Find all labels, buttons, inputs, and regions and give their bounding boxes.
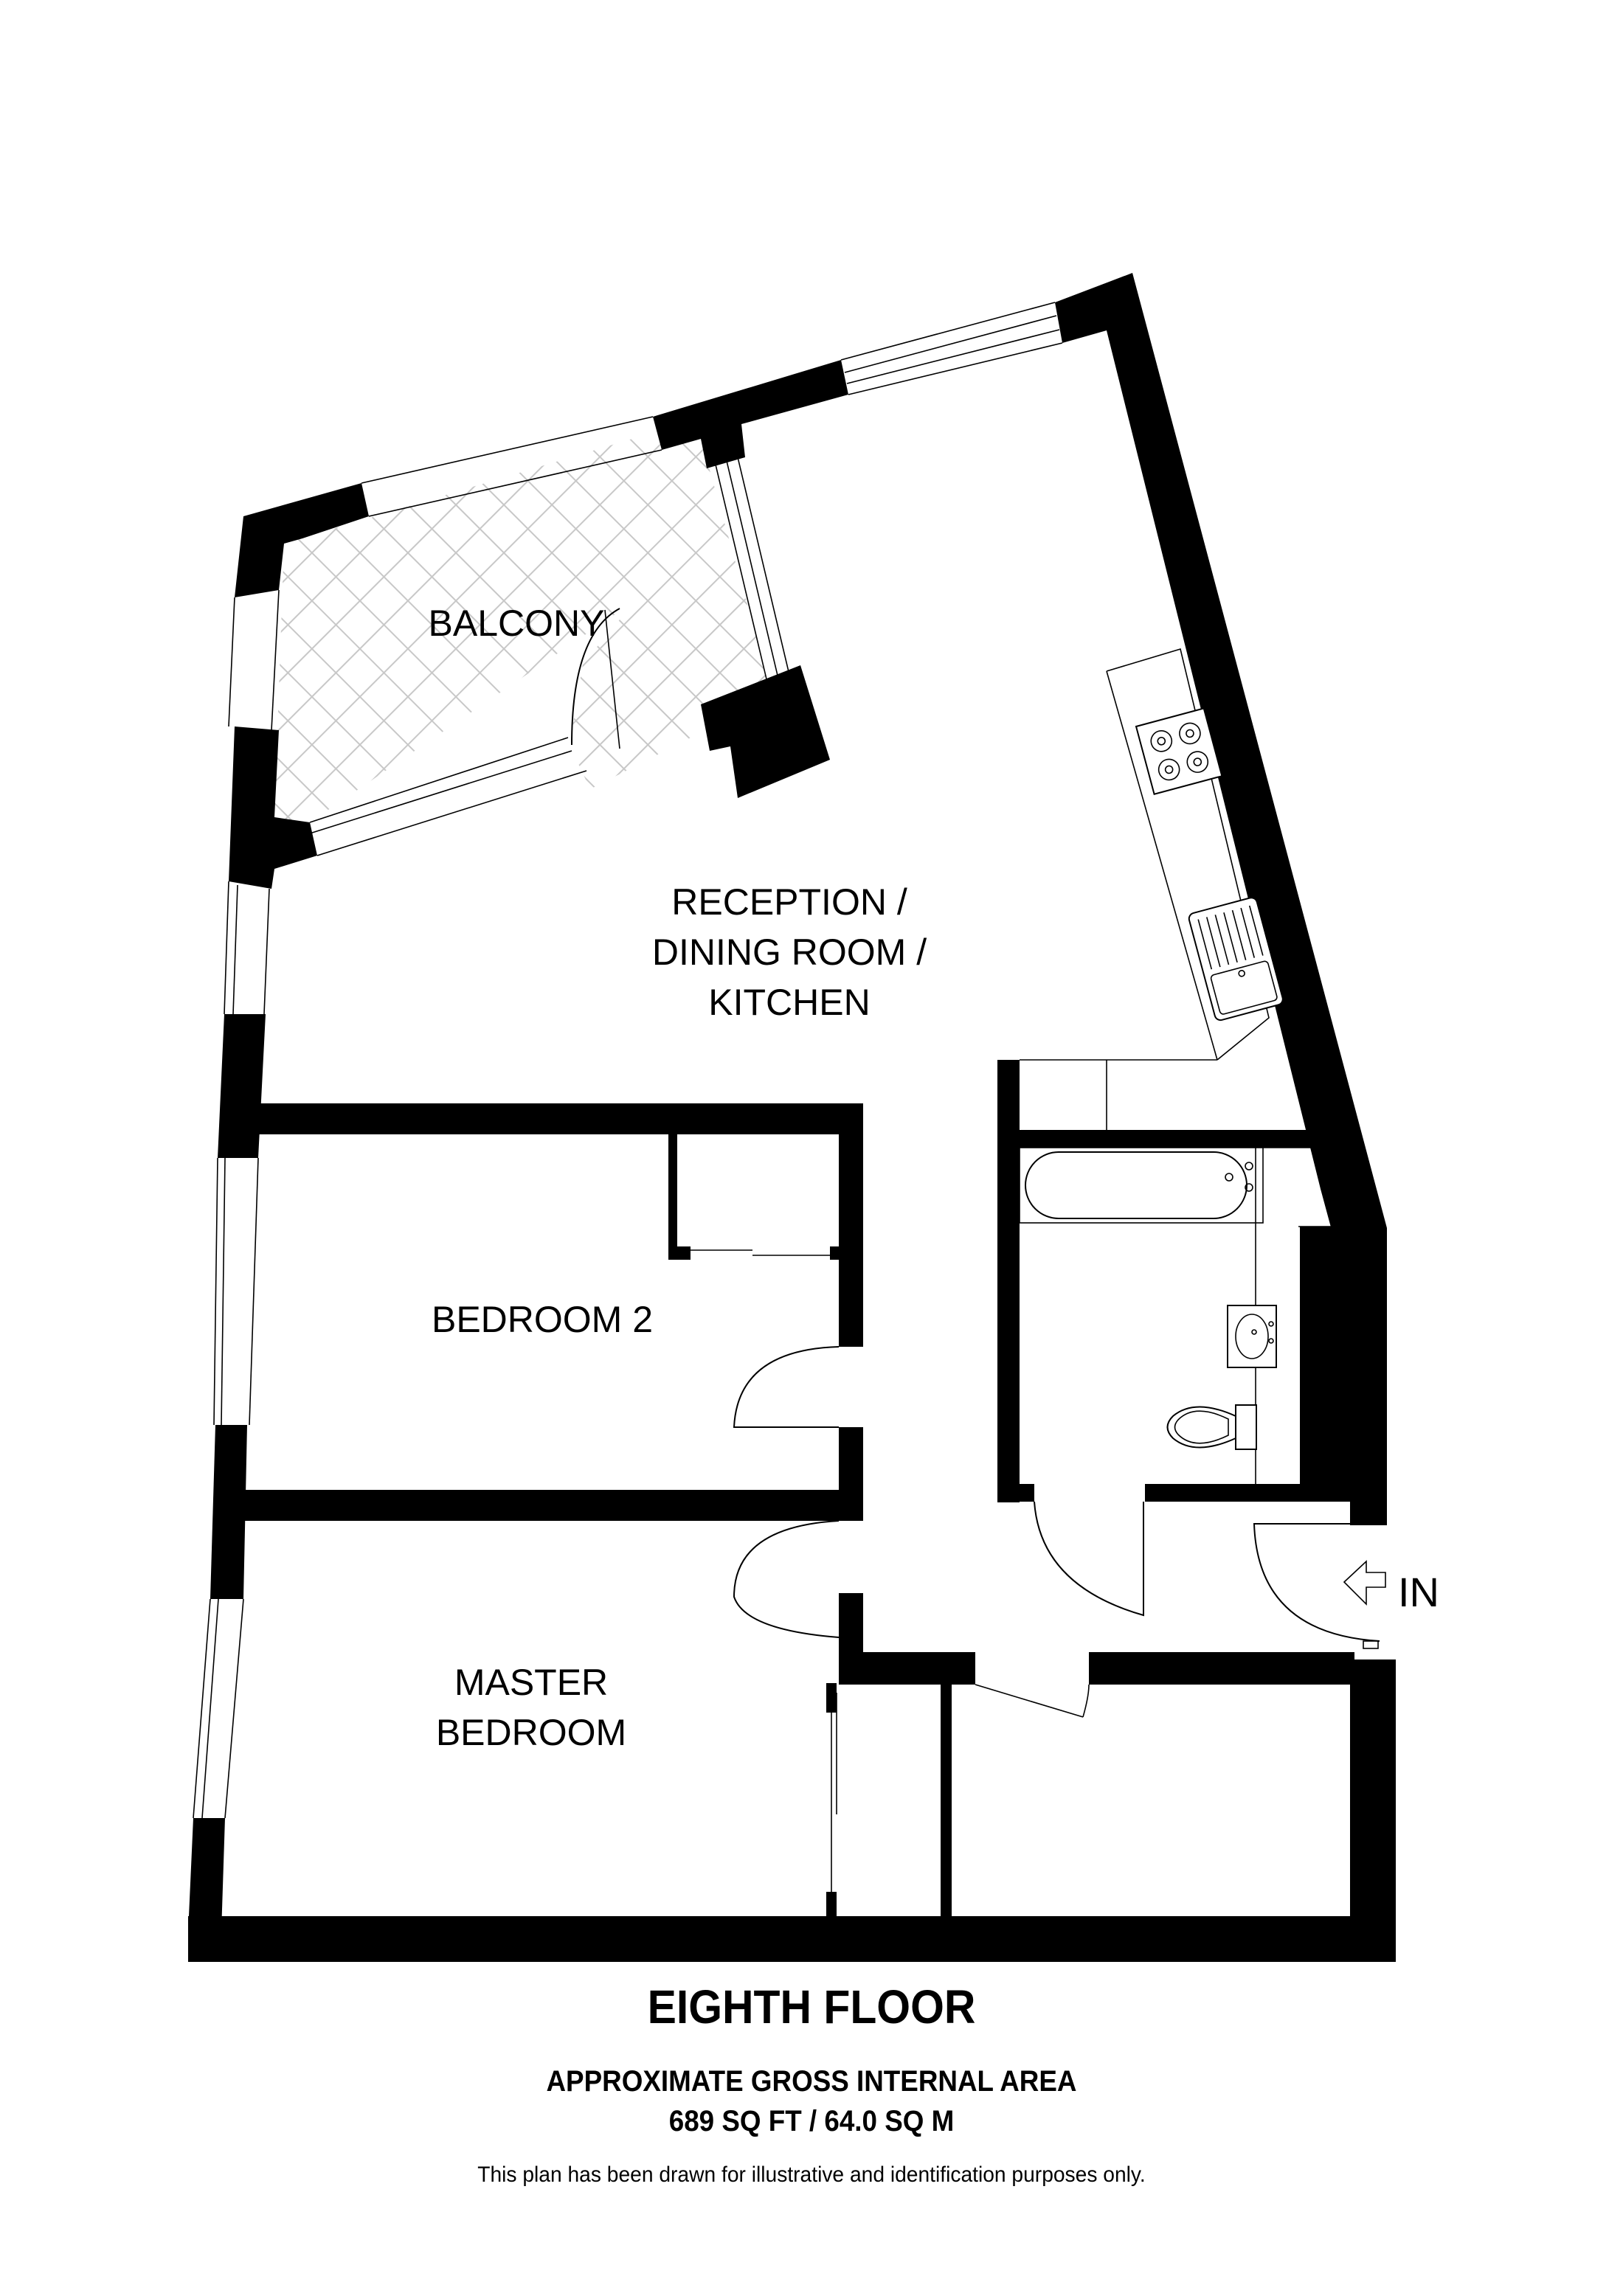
outer-walls bbox=[188, 273, 1396, 1962]
svg-text:BEDROOM: BEDROOM bbox=[436, 1712, 626, 1753]
balcony-floor bbox=[274, 420, 767, 822]
door-swing-icon bbox=[733, 1346, 1380, 1649]
svg-text:MASTER: MASTER bbox=[454, 1662, 608, 1703]
kitchen-counter bbox=[1106, 648, 1270, 1061]
room-label-balcony: BALCONY bbox=[429, 603, 605, 644]
washbasin-icon bbox=[1227, 1305, 1277, 1368]
svg-text:RECEPTION /: RECEPTION / bbox=[671, 881, 907, 923]
disclaimer: This plan has been drawn for illustrativ… bbox=[477, 2163, 1146, 2187]
entrance-label: IN bbox=[1398, 1569, 1439, 1615]
area-value: 689 SQ FT / 64.0 SQ M bbox=[668, 2105, 955, 2137]
hob-icon bbox=[1135, 707, 1223, 795]
floor-title: EIGHTH FLOOR bbox=[647, 1980, 976, 2033]
svg-text:KITCHEN: KITCHEN bbox=[708, 982, 870, 1023]
kitchen-sink-icon bbox=[1188, 897, 1284, 1022]
area-heading: APPROXIMATE GROSS INTERNAL AREA bbox=[546, 2065, 1077, 2098]
room-label-bedroom-2: BEDROOM 2 bbox=[432, 1299, 653, 1340]
room-label-master-bedroom: MASTER BEDROOM bbox=[436, 1662, 626, 1753]
room-label-reception: RECEPTION / DINING ROOM / KITCHEN bbox=[652, 881, 927, 1023]
window-icon bbox=[193, 302, 1063, 1819]
entrance-arrow-icon bbox=[1343, 1560, 1386, 1606]
toilet-icon bbox=[1166, 1404, 1257, 1450]
svg-text:DINING ROOM /: DINING ROOM / bbox=[652, 932, 927, 973]
interior-walls bbox=[243, 1059, 1359, 1919]
door-swing-icon bbox=[571, 608, 620, 746]
